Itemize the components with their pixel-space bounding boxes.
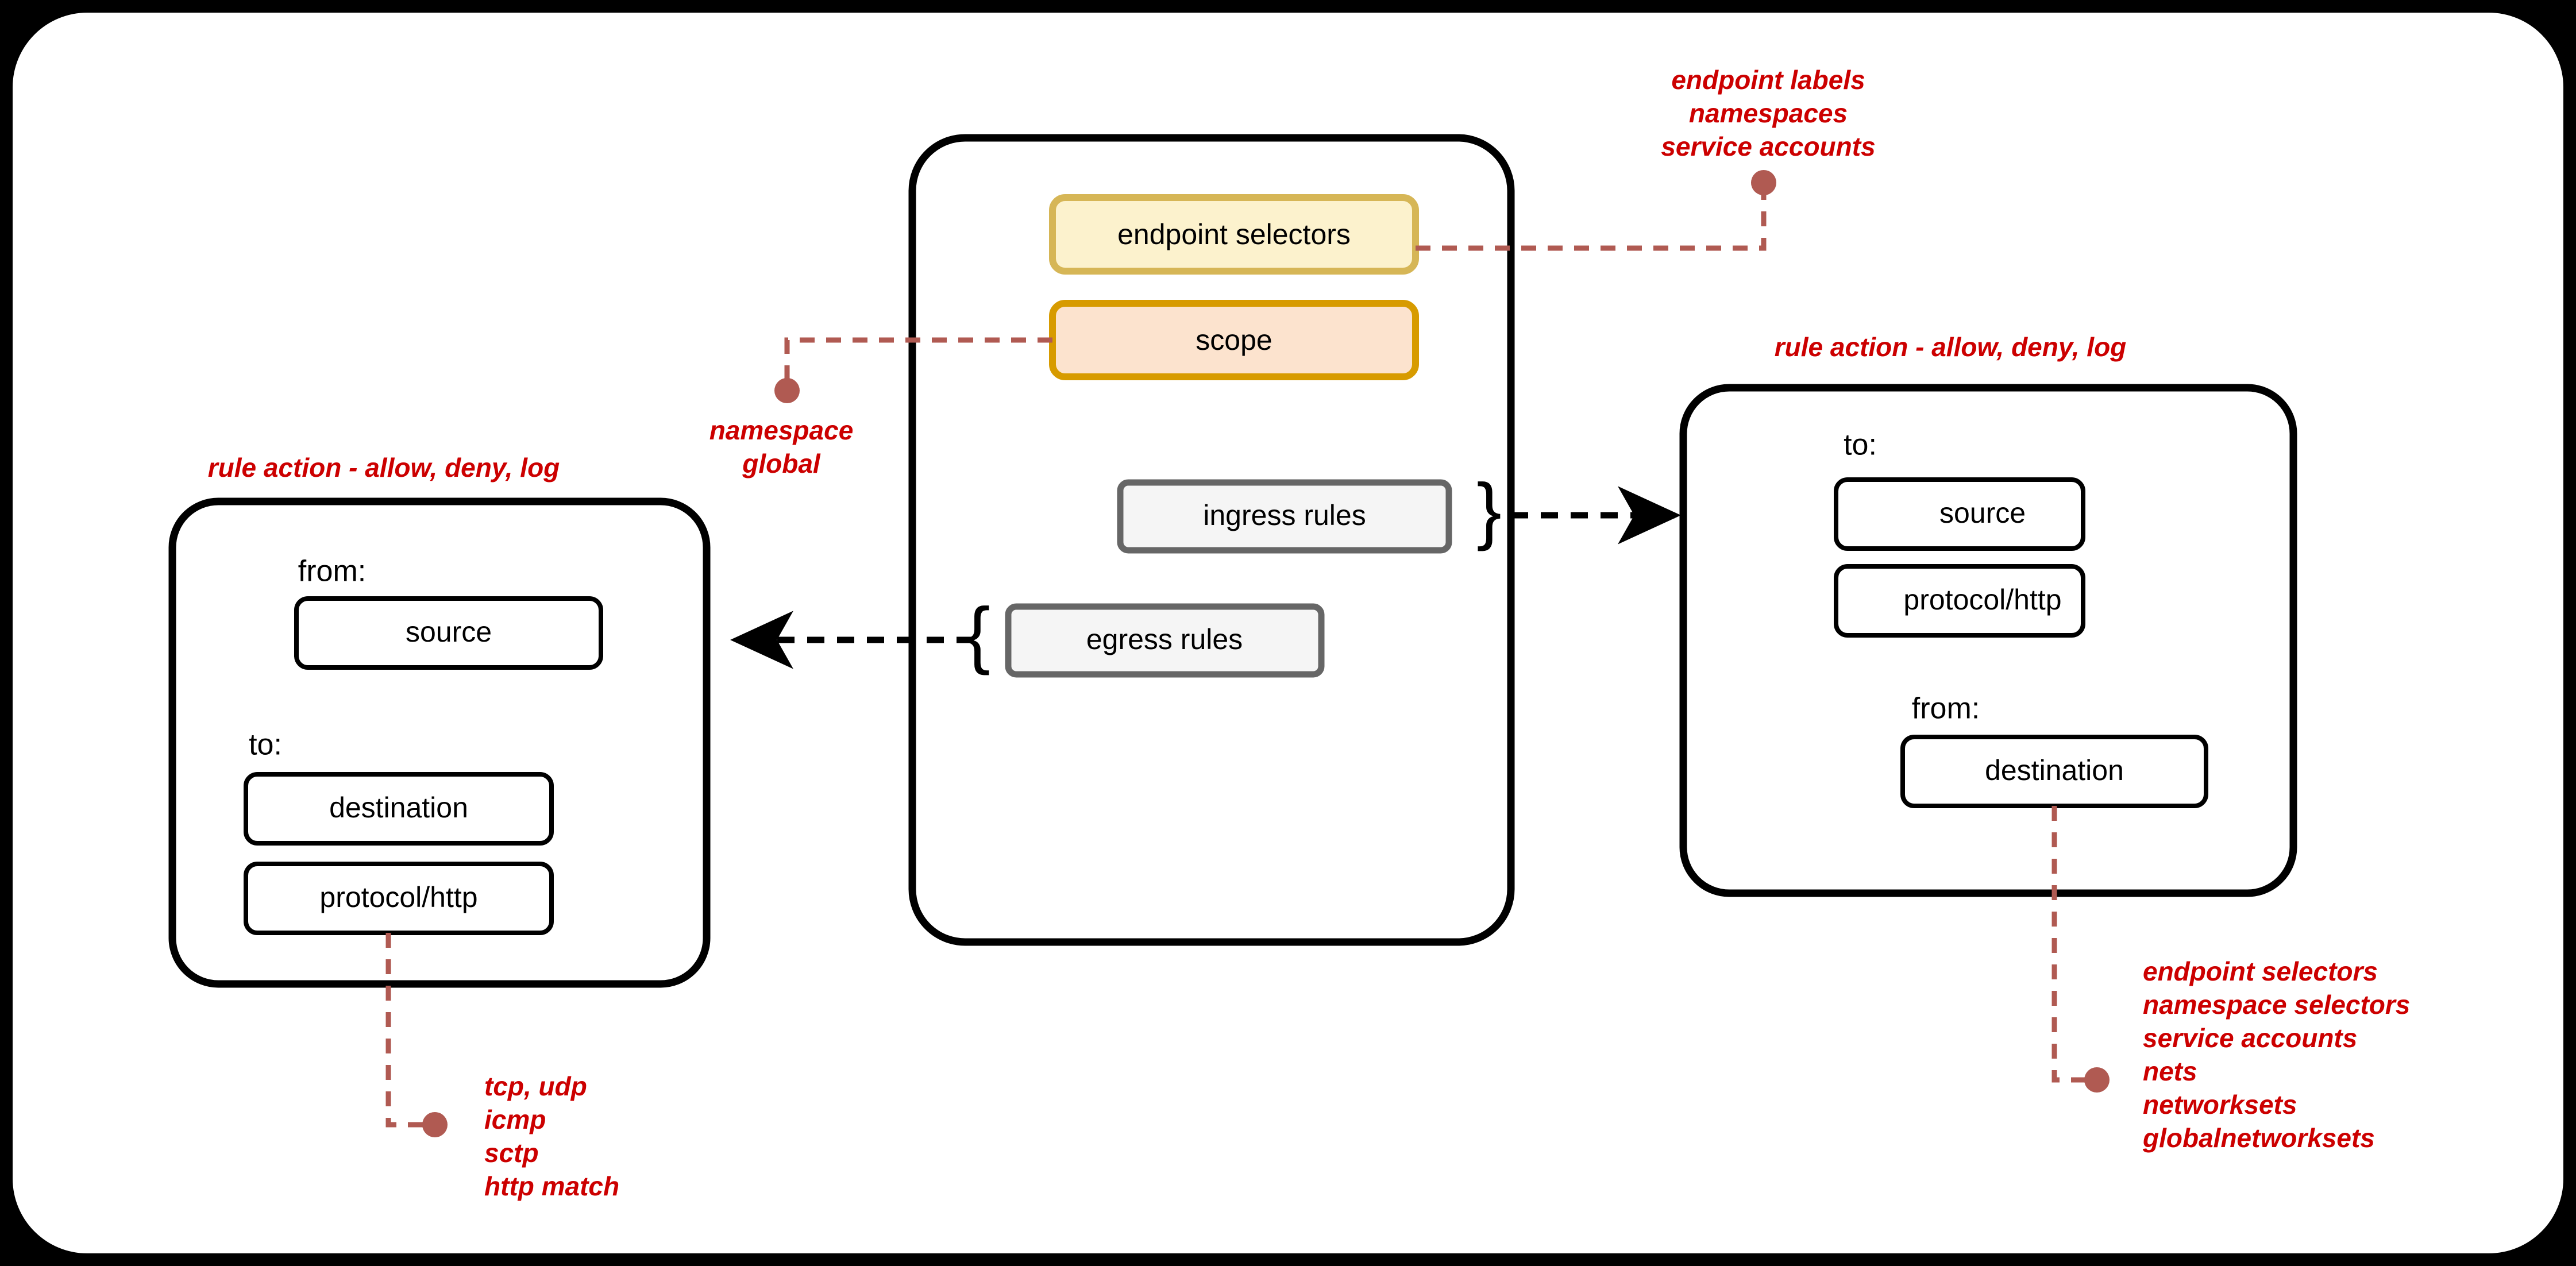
policy-spec-container[interactable] bbox=[908, 134, 1515, 946]
ingress-rules-label: ingress rules bbox=[1203, 499, 1366, 531]
ingress-protocol-label: protocol/http bbox=[1903, 584, 2061, 616]
endpoint-selectors-label: endpoint selectors bbox=[1117, 218, 1351, 250]
egress-destination-box[interactable]: destination bbox=[244, 772, 554, 846]
ingress-panel-title: rule action - allow, deny, log bbox=[1775, 332, 2127, 362]
annotation-egress-protocol-line-2: sctp bbox=[484, 1138, 539, 1168]
annotation-egress-protocol: tcp, udp icmp sctp http match bbox=[484, 1071, 619, 1201]
ingress-rule-panel[interactable] bbox=[1679, 384, 2297, 897]
egress-source-box-shape bbox=[294, 596, 603, 670]
annotation-endpoint-selectors: endpoint labels namespaces service accou… bbox=[1661, 65, 1875, 161]
egress-from-label: from: bbox=[298, 555, 366, 588]
egress-destination-box-shape bbox=[244, 772, 554, 846]
egress-rules-label: egress rules bbox=[1086, 623, 1243, 655]
annotation-dot-egress-protocol bbox=[422, 1112, 448, 1137]
egress-protocol-box[interactable]: protocol/http bbox=[244, 862, 554, 935]
scope-label: scope bbox=[1196, 324, 1272, 356]
annotation-ingress-destination-line-5: globalnetworksets bbox=[2142, 1123, 2375, 1153]
egress-rule-panel[interactable] bbox=[168, 497, 711, 988]
annotation-dot-scope bbox=[774, 378, 800, 403]
ingress-rules-box[interactable]: ingress rules bbox=[1117, 479, 1452, 554]
annotation-line-ingress-destination bbox=[2051, 806, 2091, 1083]
annotation-egress-protocol-line-1: icmp bbox=[484, 1105, 546, 1134]
egress-source-label: source bbox=[406, 616, 492, 648]
ingress-protocol-box[interactable]: protocol/http bbox=[1834, 564, 2085, 638]
annotation-dot-ingress-destination bbox=[2084, 1067, 2110, 1093]
ingress-source-box[interactable]: source bbox=[1834, 477, 2085, 551]
egress-source-box[interactable]: source bbox=[294, 596, 603, 670]
egress-brace-icon: { bbox=[965, 592, 990, 676]
annotation-endpoint-selectors-line-1: namespaces bbox=[1689, 98, 1848, 128]
egress-destination-label: destination bbox=[329, 792, 468, 824]
egress-rules-box[interactable]: egress rules bbox=[1005, 603, 1325, 678]
ingress-brace-icon: } bbox=[1476, 468, 1501, 551]
ingress-to-label: to: bbox=[1844, 429, 1877, 462]
annotation-ingress-destination-line-1: namespace selectors bbox=[2143, 990, 2410, 1020]
ingress-protocol-box-shape bbox=[1834, 564, 2085, 638]
annotation-line-egress-protocol bbox=[385, 933, 430, 1128]
annotation-endpoint-selectors-line-0: endpoint labels bbox=[1671, 65, 1865, 95]
annotation-ingress-destination-line-2: service accounts bbox=[2143, 1023, 2357, 1053]
ingress-from-label: from: bbox=[1912, 692, 1980, 725]
annotation-ingress-destination-line-0: endpoint selectors bbox=[2143, 956, 2378, 986]
endpoint-selectors-box[interactable]: endpoint selectors bbox=[1049, 194, 1419, 275]
annotation-line-scope bbox=[784, 337, 1052, 391]
annotation-scope-line-0: namespace bbox=[709, 415, 854, 445]
annotation-ingress-destination: endpoint selectors namespace selectors s… bbox=[2142, 956, 2410, 1153]
egress-panel-title: rule action - allow, deny, log bbox=[208, 453, 560, 483]
annotation-scope-line-1: global bbox=[742, 449, 821, 478]
ingress-source-label: source bbox=[1939, 497, 2026, 529]
annotation-egress-protocol-line-0: tcp, udp bbox=[484, 1071, 587, 1101]
annotation-scope: namespace global bbox=[709, 415, 854, 478]
egress-rules-box-shape bbox=[1005, 603, 1325, 678]
endpoint-selectors-box-shape bbox=[1049, 194, 1419, 275]
annotation-line-endpoint-selectors bbox=[1416, 183, 1767, 251]
scope-box[interactable]: scope bbox=[1049, 300, 1419, 380]
annotation-ingress-destination-line-3: nets bbox=[2143, 1056, 2197, 1086]
annotation-egress-protocol-line-3: http match bbox=[484, 1171, 619, 1201]
ingress-destination-box[interactable]: destination bbox=[1900, 735, 2208, 808]
ingress-source-box-shape bbox=[1834, 477, 2085, 551]
annotation-ingress-destination-line-4: networksets bbox=[2143, 1090, 2297, 1120]
annotation-dot-endpoint-selectors bbox=[1751, 170, 1776, 195]
egress-protocol-label: protocol/http bbox=[319, 881, 477, 913]
ingress-rules-box-shape bbox=[1117, 479, 1452, 554]
annotation-endpoint-selectors-line-2: service accounts bbox=[1661, 132, 1875, 161]
egress-protocol-box-shape bbox=[244, 862, 554, 935]
egress-to-label: to: bbox=[249, 728, 282, 762]
ingress-destination-label: destination bbox=[1985, 754, 2124, 786]
